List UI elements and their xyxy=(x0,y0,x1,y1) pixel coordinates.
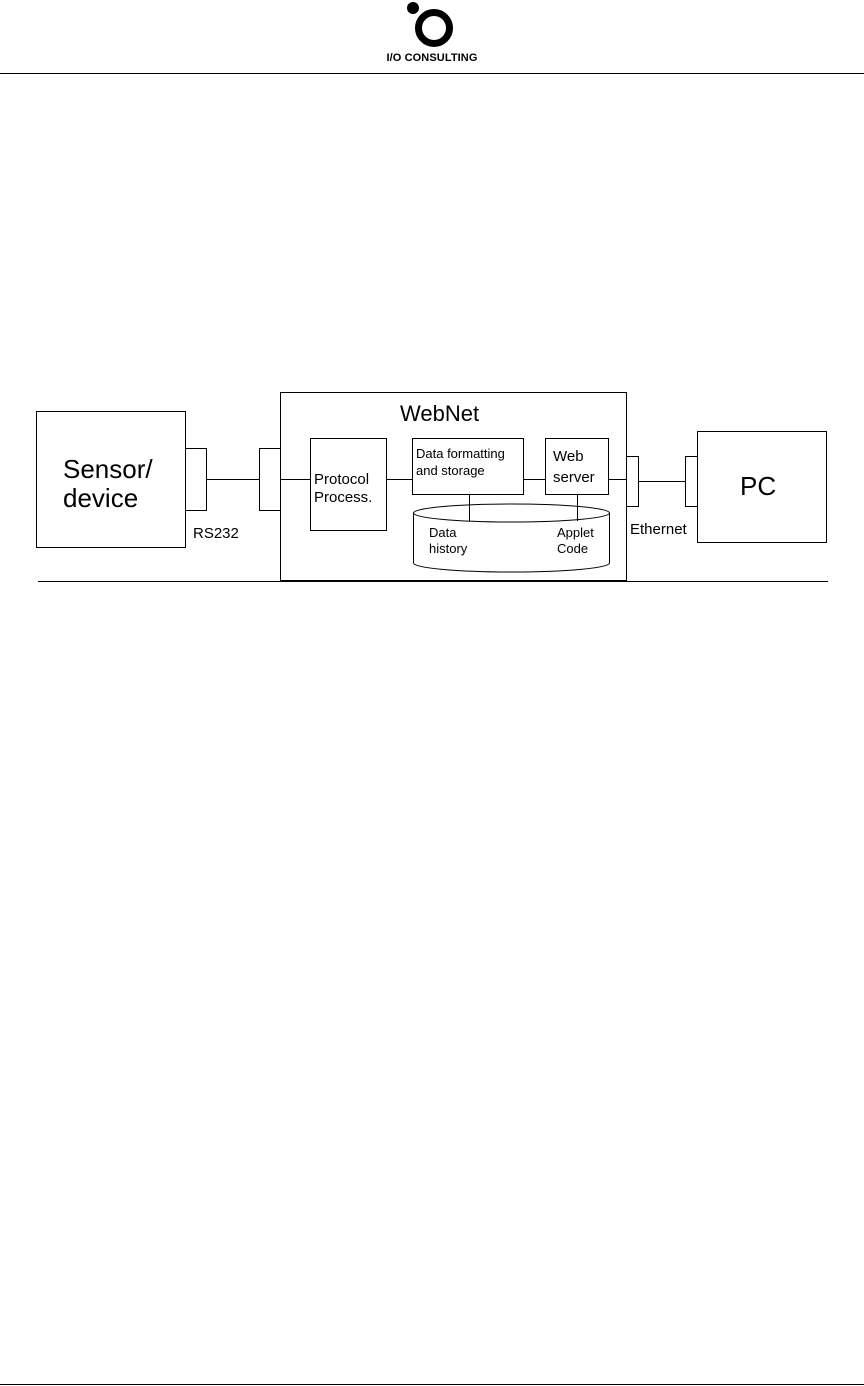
web-server-label-line1: Web xyxy=(553,448,584,465)
protocol-label-line1: Protocol xyxy=(314,471,369,488)
applet-code-label-line2: Code xyxy=(557,541,588,556)
pc-connector xyxy=(685,456,698,507)
page-header: I/O CONSULTING xyxy=(0,0,864,74)
sensor-label-line1: Sensor/ xyxy=(63,454,153,484)
data-formatting-box xyxy=(412,438,524,495)
data-formatting-label-line1: Data formatting xyxy=(416,446,505,461)
data-history-label-line2: history xyxy=(429,541,468,556)
webnet-output-connector xyxy=(626,456,639,507)
sensor-label-line2: device xyxy=(63,483,138,513)
io-consulting-logo-icon xyxy=(407,2,453,47)
header-divider xyxy=(0,73,864,74)
webnet-architecture-diagram: Sensor/ device RS232 WebNet Protocol Pro… xyxy=(36,392,828,582)
webnet-input-connector xyxy=(259,448,281,511)
pc-box xyxy=(697,431,827,543)
cylinder-top xyxy=(413,503,610,523)
protocol-process-box xyxy=(310,438,387,531)
logo-text: I/O CONSULTING xyxy=(386,52,478,64)
data-history-label-line1: Data xyxy=(429,525,457,540)
ethernet-label: Ethernet xyxy=(630,521,688,538)
webnet-title: WebNet xyxy=(400,401,479,426)
data-formatting-label-line2: and storage xyxy=(416,463,485,478)
cylinder-bottom xyxy=(413,562,610,573)
rs232-label: RS232 xyxy=(193,525,239,542)
web-server-label-line2: server xyxy=(553,469,595,486)
pc-label: PC xyxy=(740,471,776,501)
sensor-connector xyxy=(185,448,207,511)
applet-code-label-line1: Applet xyxy=(557,525,594,540)
footer-divider xyxy=(0,1384,864,1385)
protocol-label-line2: Process. xyxy=(314,489,372,506)
web-server-box xyxy=(545,438,609,495)
